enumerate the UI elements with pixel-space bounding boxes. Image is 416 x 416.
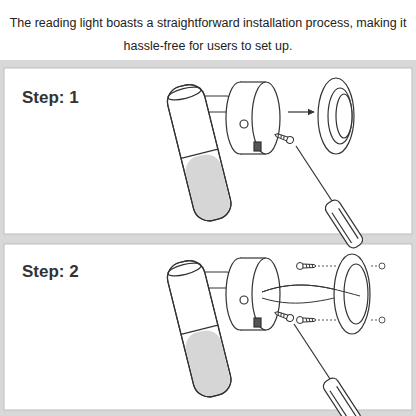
step-label: Step: 2 <box>22 262 79 282</box>
title-text: The reading light boasts a straightforwa… <box>8 12 408 58</box>
step-label: Step: 1 <box>22 88 79 108</box>
